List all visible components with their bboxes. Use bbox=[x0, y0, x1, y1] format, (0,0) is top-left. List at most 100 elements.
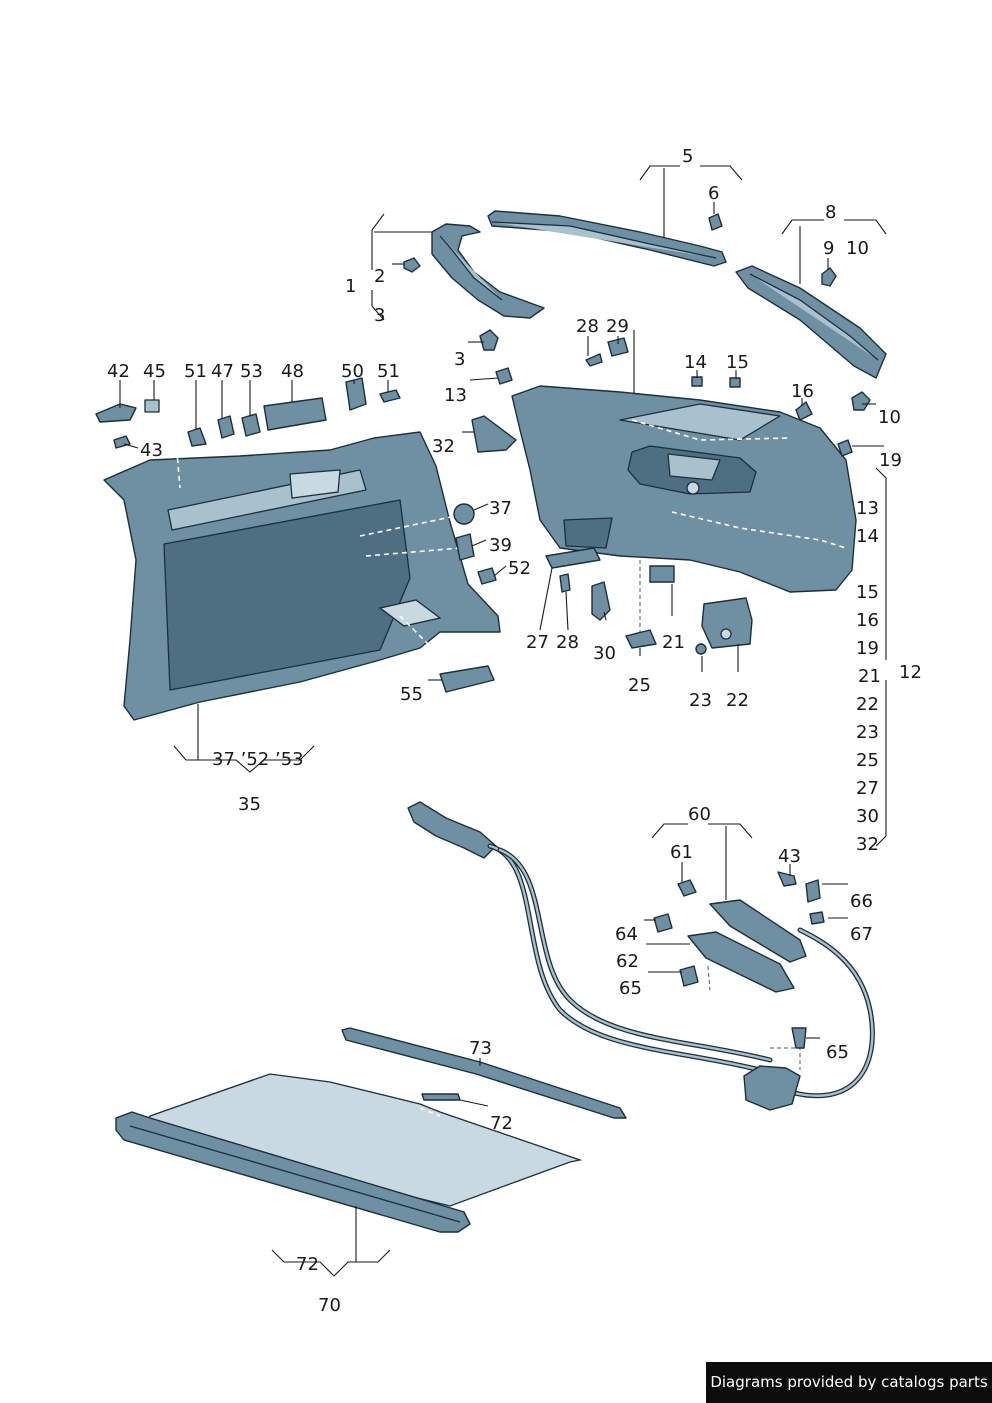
clip-16 bbox=[795, 401, 813, 421]
clip-29 bbox=[607, 337, 629, 357]
callout-27: 27 bbox=[856, 778, 879, 799]
callout-15: 15 bbox=[856, 582, 879, 603]
callout-16: 16 bbox=[791, 381, 814, 402]
callout-3: 3 bbox=[374, 305, 385, 326]
clip-53 bbox=[241, 413, 261, 437]
callout-10: 10 bbox=[846, 238, 869, 259]
clip-52 bbox=[477, 567, 497, 585]
callout-1: 1 bbox=[345, 276, 356, 297]
callout-19: 19 bbox=[856, 638, 879, 659]
callout-67: 67 bbox=[850, 924, 873, 945]
clip-66 bbox=[805, 879, 821, 903]
cover-32 bbox=[471, 415, 517, 453]
clip-67 bbox=[809, 911, 825, 925]
callout-48: 48 bbox=[281, 361, 304, 382]
screw-43-b bbox=[777, 871, 797, 887]
credit-banner: Diagrams provided by catalogs parts bbox=[706, 1362, 992, 1403]
callout-32: 32 bbox=[432, 436, 455, 457]
callout-39: 39 bbox=[489, 535, 512, 556]
pillar-trim-left bbox=[431, 223, 545, 319]
guide-rail-73 bbox=[341, 1027, 627, 1119]
cover-30 bbox=[591, 581, 611, 621]
callout-42: 42 bbox=[107, 361, 130, 382]
callout-35: 35 bbox=[238, 794, 261, 815]
screw-28-top bbox=[585, 353, 603, 367]
screw-64 bbox=[653, 913, 673, 933]
callout-66: 66 bbox=[850, 891, 873, 912]
callout-21: 21 bbox=[858, 666, 881, 687]
clip-14 bbox=[691, 376, 703, 387]
screw-51-b bbox=[379, 389, 401, 403]
bracket-42 bbox=[95, 403, 137, 423]
clip-3-a bbox=[479, 329, 499, 351]
clip-9 bbox=[821, 267, 837, 287]
side-trim-panel bbox=[103, 431, 501, 721]
callout-23: 23 bbox=[856, 722, 879, 743]
callout-25: 25 bbox=[856, 750, 879, 771]
callout-5: 5 bbox=[682, 146, 693, 167]
callout-16: 16 bbox=[856, 610, 879, 631]
callout-37: 37 bbox=[489, 498, 512, 519]
clip-6 bbox=[708, 213, 723, 231]
handle-27 bbox=[545, 547, 601, 569]
screw-28-low bbox=[559, 573, 571, 593]
callout-6: 6 bbox=[708, 183, 719, 204]
callout-51: 51 bbox=[184, 361, 207, 382]
callout-14: 14 bbox=[684, 352, 707, 373]
pillar-trim-right bbox=[735, 265, 887, 379]
callout-55: 55 bbox=[400, 684, 423, 705]
callout-70: 70 bbox=[318, 1295, 341, 1316]
callout-15: 15 bbox=[726, 352, 749, 373]
callout-45: 45 bbox=[143, 361, 166, 382]
callout-32: 32 bbox=[856, 834, 879, 855]
callout-62: 62 bbox=[616, 951, 639, 972]
callout-43: 43 bbox=[778, 846, 801, 867]
callout-13: 13 bbox=[856, 498, 879, 519]
callout-19: 19 bbox=[879, 450, 902, 471]
callout-21: 21 bbox=[662, 632, 685, 653]
callout-65: 65 bbox=[826, 1042, 849, 1063]
callout-28: 28 bbox=[576, 316, 599, 337]
clip-19 bbox=[837, 439, 853, 457]
screw-65-a bbox=[679, 965, 699, 987]
callout-61: 61 bbox=[670, 842, 693, 863]
callout-labels: 5 6 8 9 10 1 2 3 28 29 14 15 3 13 16 10 … bbox=[107, 146, 922, 1316]
callout-53: 53 bbox=[240, 361, 263, 382]
cover-55 bbox=[439, 665, 495, 693]
callout-72: 72 bbox=[490, 1113, 513, 1134]
clip-2 bbox=[403, 257, 421, 273]
cover-50 bbox=[345, 377, 367, 411]
lamp-housing-22 bbox=[701, 597, 753, 649]
callout-28: 28 bbox=[556, 632, 579, 653]
clip-10 bbox=[851, 391, 871, 411]
callout-22: 22 bbox=[726, 690, 749, 711]
callout-25: 25 bbox=[628, 675, 651, 696]
screw-43 bbox=[113, 435, 131, 449]
clip-61 bbox=[677, 879, 697, 897]
clip-45 bbox=[144, 399, 160, 413]
luggage-cover-roller bbox=[115, 1073, 583, 1233]
callout-10: 10 bbox=[878, 407, 901, 428]
callout-8: 8 bbox=[825, 202, 836, 223]
grille-39 bbox=[455, 533, 475, 561]
clip-13 bbox=[495, 367, 513, 385]
callout-27: 27 bbox=[526, 632, 549, 653]
screw-51 bbox=[187, 427, 207, 447]
clip-15 bbox=[729, 377, 741, 388]
clip-47 bbox=[217, 415, 235, 439]
callout-23: 23 bbox=[689, 690, 712, 711]
callout-29: 29 bbox=[606, 316, 629, 337]
leader-lines bbox=[119, 165, 887, 1277]
screw-65-b bbox=[791, 1027, 807, 1049]
callout-9: 9 bbox=[823, 238, 834, 259]
callout-30: 30 bbox=[593, 643, 616, 664]
callout-43: 43 bbox=[140, 440, 163, 461]
callout-64: 64 bbox=[615, 924, 638, 945]
callout-14: 14 bbox=[856, 526, 879, 547]
clip-25 bbox=[625, 629, 657, 649]
cover-48 bbox=[263, 397, 327, 431]
callout-30: 30 bbox=[856, 806, 879, 827]
callout-50: 50 bbox=[341, 361, 364, 382]
callout-3: 3 bbox=[454, 349, 465, 370]
